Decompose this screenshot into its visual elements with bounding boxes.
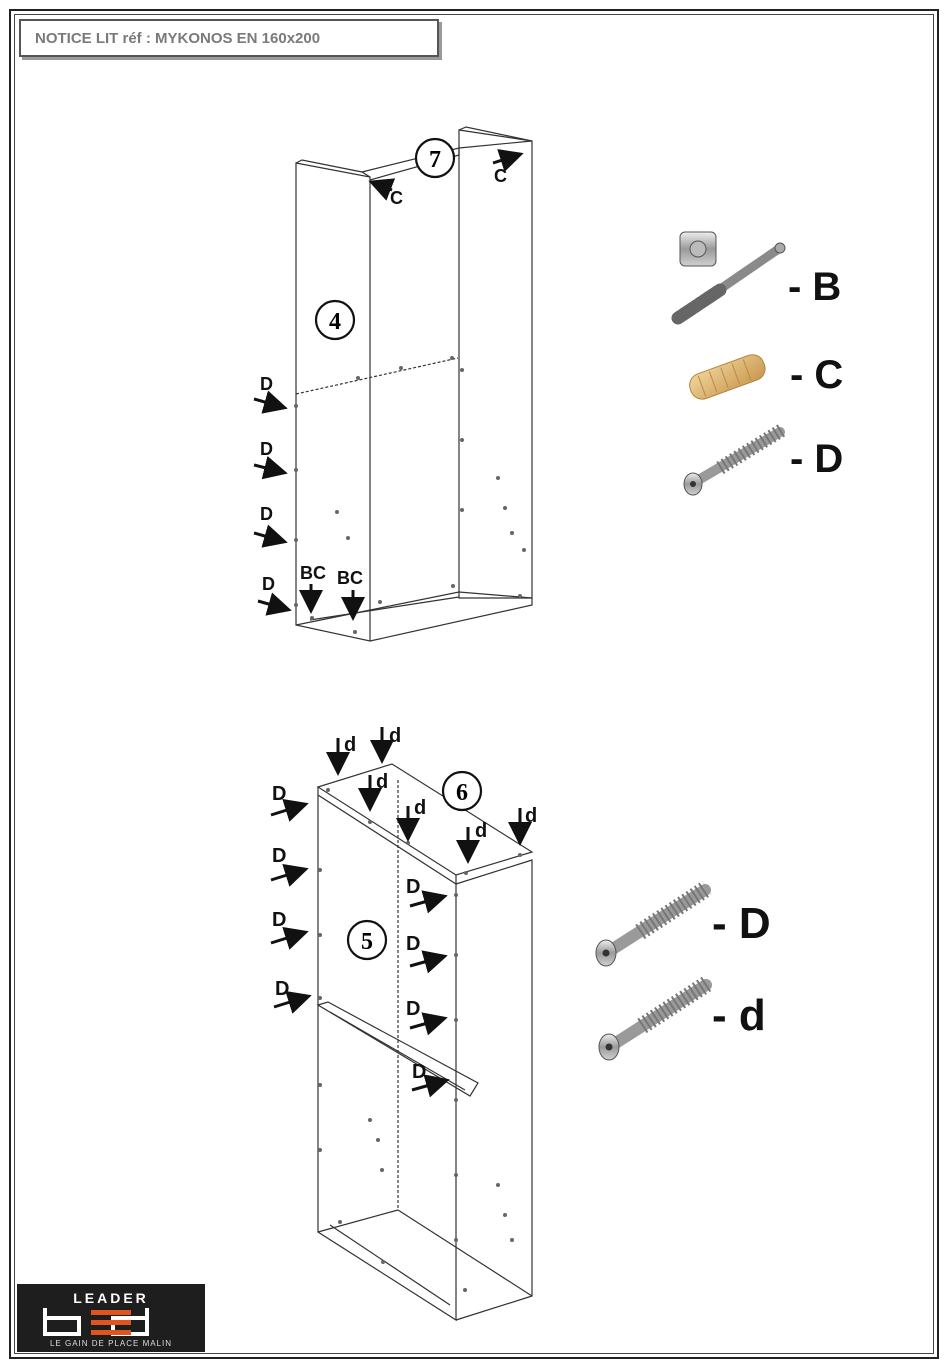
step1-cabinet-drawing — [294, 127, 532, 641]
part-label-c: - C — [790, 353, 843, 397]
screw-icon — [684, 430, 782, 495]
arrow-label-bc: BC — [300, 563, 326, 583]
arrow-label-d: D — [412, 1061, 426, 1083]
arrow-label-bc: BC — [337, 568, 363, 588]
svg-text:5: 5 — [361, 929, 373, 955]
arrow-label-d-small: d — [344, 734, 356, 756]
panel-number-6: 6 — [443, 772, 481, 810]
arrow-label-d: D — [275, 978, 289, 1000]
wooden-dowel-icon — [686, 351, 768, 402]
logo-tagline: LE GAIN DE PLACE MALIN — [17, 1339, 205, 1348]
cam-lock-bolt-icon — [678, 232, 785, 318]
screw-icon — [599, 983, 708, 1060]
arrow-label-d: D — [260, 374, 273, 394]
arrow-label-d: D — [406, 998, 420, 1020]
step1-arrows — [254, 155, 518, 615]
arrow-label-d-small: d — [376, 771, 388, 793]
panel-number-7: 7 — [416, 139, 454, 177]
step2-cabinet-drawing — [318, 764, 532, 1320]
arrow-label-d-small: d — [414, 797, 426, 819]
svg-text:4: 4 — [329, 309, 341, 335]
arrow-label-d: D — [260, 504, 273, 524]
part-label-d: - D — [712, 899, 771, 948]
arrow-label-d-small: d — [389, 725, 401, 747]
arrow-label-d: D — [406, 933, 420, 955]
step2-arrows — [271, 727, 520, 1090]
logo-brand-text: LEADER — [17, 1290, 205, 1306]
svg-text:6: 6 — [456, 780, 468, 806]
panel-number-4: 4 — [316, 301, 354, 339]
arrow-label-d: D — [262, 574, 275, 594]
arrow-label-d: D — [272, 845, 286, 867]
part-label-d-small: - d — [712, 991, 766, 1040]
svg-text:7: 7 — [429, 147, 441, 173]
arrow-label-c-right: C — [494, 166, 507, 186]
arrow-label-d: D — [272, 783, 286, 805]
arrow-label-d: D — [260, 439, 273, 459]
arrow-label-d: D — [272, 909, 286, 931]
leader-bed-logo: LEADER LE GAIN DE PLACE MALIN — [17, 1284, 205, 1352]
arrow-label-d-small: d — [475, 820, 487, 842]
arrow-label-d-small: d — [525, 805, 537, 827]
panel-number-5: 5 — [348, 921, 386, 959]
part-label-d: - D — [790, 437, 843, 481]
part-label-b: - B — [788, 265, 841, 309]
arrow-label-c-left: C — [390, 188, 403, 208]
arrow-label-d: D — [406, 876, 420, 898]
screw-icon — [596, 888, 707, 966]
logo-wordmark-icon — [39, 1306, 183, 1338]
